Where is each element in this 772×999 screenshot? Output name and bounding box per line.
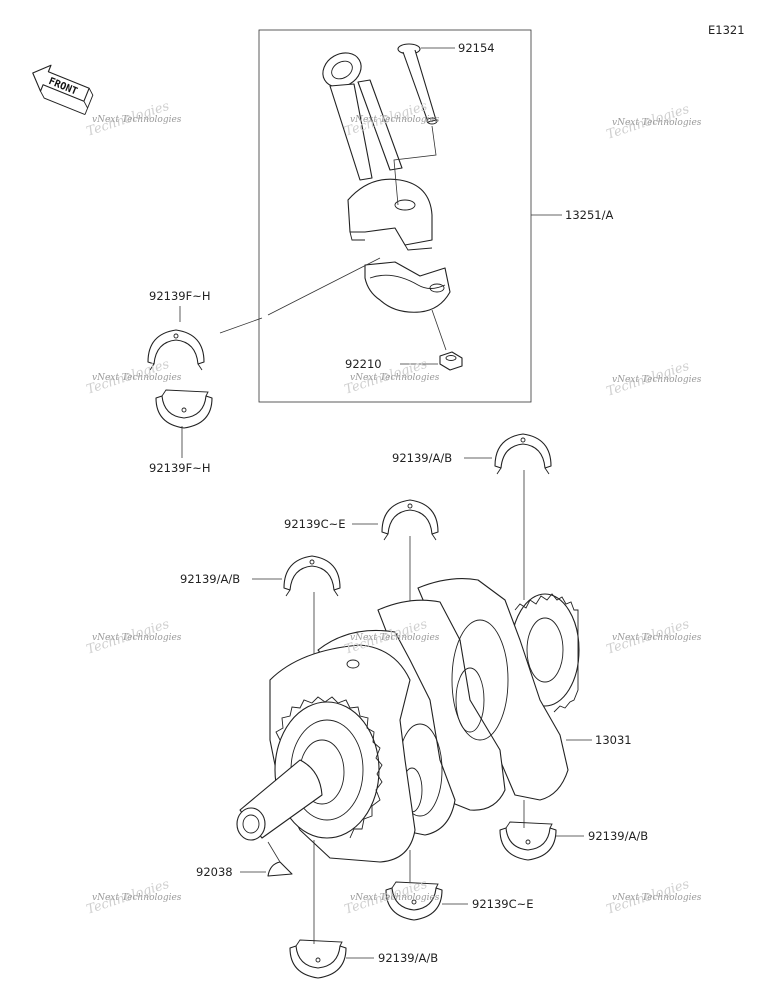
diagram-code: E1321 bbox=[708, 23, 745, 37]
leader-bolt-rod bbox=[393, 125, 437, 206]
woodruff-key bbox=[267, 861, 293, 877]
conrod-cap bbox=[364, 261, 451, 313]
label-92154: 92154 bbox=[458, 41, 495, 55]
main-bearing-shell-3 bbox=[499, 821, 557, 861]
watermark-9 bbox=[604, 616, 702, 658]
label-92139fh-bot: 92139F~H bbox=[149, 461, 210, 475]
watermark-12 bbox=[604, 876, 702, 918]
crankshaft bbox=[236, 578, 580, 863]
connecting-rod bbox=[322, 52, 433, 251]
watermark-3 bbox=[604, 101, 702, 143]
label-92139fh-top: 92139F~H bbox=[149, 289, 210, 303]
leader-key-shaft bbox=[267, 841, 281, 863]
label-92139ce-2: 92139C~E bbox=[472, 897, 534, 911]
label-92038: 92038 bbox=[196, 865, 233, 879]
conrod-bearing-lower bbox=[155, 389, 213, 429]
leader-bearing-conrod bbox=[219, 257, 381, 334]
label-92139ab-3: 92139/A/B bbox=[588, 829, 648, 843]
front-arrow-icon: FRONT bbox=[32, 64, 94, 115]
label-92139ce-1: 92139C~E bbox=[284, 517, 346, 531]
label-92139ab-2: 92139/A/B bbox=[180, 572, 240, 586]
main-bearing-shell-2 bbox=[283, 555, 341, 597]
label-92210: 92210 bbox=[345, 357, 382, 371]
watermark-7 bbox=[84, 616, 182, 658]
main-bearing-shell-4 bbox=[289, 939, 347, 979]
watermark-1 bbox=[84, 98, 182, 140]
label-92139ab-1: 92139/A/B bbox=[392, 451, 452, 465]
leader-cap-nut bbox=[431, 309, 447, 351]
watermark-4 bbox=[84, 356, 182, 398]
conrod-assembly-box bbox=[258, 29, 532, 403]
watermark-10 bbox=[84, 876, 182, 918]
main-bearing-shell-1 bbox=[494, 433, 552, 475]
label-13251a: 13251/A bbox=[565, 208, 613, 222]
conrod-nut bbox=[439, 351, 463, 371]
watermark-6 bbox=[604, 358, 702, 400]
label-92139ab-4: 92139/A/B bbox=[378, 951, 438, 965]
label-13031: 13031 bbox=[595, 733, 632, 747]
thrust-bearing-shell-1 bbox=[381, 499, 439, 541]
